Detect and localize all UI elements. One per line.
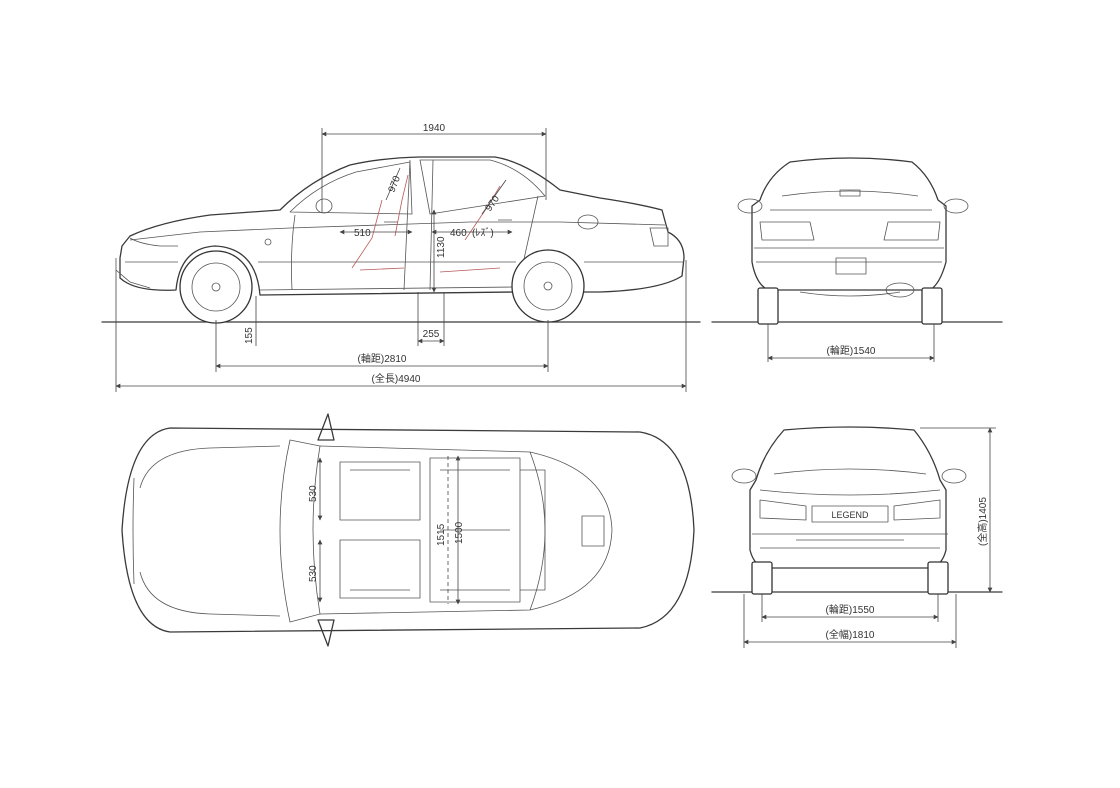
shoulder-rear-label: 1500 <box>454 521 465 544</box>
top-view: 530 530 1515 1500 <box>121 413 695 647</box>
front-legroom-label: 510 <box>354 228 371 239</box>
shoulder-front-label: 1515 <box>436 523 447 546</box>
interior-height-label: 1130 <box>436 236 447 258</box>
step-offset-label: 255 <box>423 329 440 340</box>
front-tread-label: (輪距)1550 <box>826 603 875 616</box>
front-right-mirror <box>941 468 967 484</box>
rear-view: (輪距)1540 <box>711 157 1003 362</box>
side-body-outline <box>119 156 685 296</box>
rear-right-mirror <box>943 198 969 214</box>
ground-clearance-label: 155 <box>244 327 255 344</box>
front-seat-width-label: 530 <box>308 485 319 502</box>
side-windows <box>289 159 546 215</box>
front-grille <box>811 505 889 523</box>
top-windshield <box>279 439 321 623</box>
grille-badge-text: LEGEND <box>831 510 869 520</box>
side-mirror <box>315 198 333 214</box>
top-rear-seats <box>429 457 546 603</box>
top-left-mirror <box>317 413 335 441</box>
rear-legroom-paren: (ﾚｽﾞ) <box>472 227 494 239</box>
exhaust-tip <box>885 282 915 298</box>
rear-license-plate <box>835 257 867 275</box>
wheelbase-label: (軸距)2810 <box>358 352 407 365</box>
front-right-tire <box>927 561 949 595</box>
rear-wheel <box>511 249 585 323</box>
front-wheel <box>179 250 253 324</box>
front-body-outline <box>749 426 947 569</box>
front-left-mirror <box>731 468 757 484</box>
front-left-tire <box>751 561 773 595</box>
rear-left-tire <box>757 287 779 325</box>
overall-width-label: (全幅)1810 <box>826 628 875 641</box>
rear-head-label: 970 <box>483 193 502 213</box>
top-trunk-badge <box>581 515 605 547</box>
rear-body-outline <box>751 157 947 291</box>
top-front-seats <box>339 461 421 599</box>
cabin-length-label: 1940 <box>423 123 446 134</box>
rear-left-mirror <box>737 198 763 214</box>
side-view: 1940 970 970 510 460 (ﾚｽﾞ) 1130 155 255 … <box>101 123 701 392</box>
overall-length-label: (全長)4940 <box>372 372 421 385</box>
rear-seat-width-label: 530 <box>308 565 319 582</box>
rear-legroom-label: 460 <box>450 228 467 239</box>
top-right-mirror <box>317 619 335 647</box>
top-body-outline <box>121 427 695 633</box>
fuel-door <box>577 214 599 230</box>
rear-tread-label: (輪距)1540 <box>827 344 876 357</box>
front-view: LEGEND (輪距)1550 (全幅)1810 (全高)1405 <box>711 426 1003 648</box>
overall-height-label: (全高)1405 <box>976 497 989 546</box>
rear-right-tire <box>921 287 943 325</box>
front-head-label: 970 <box>387 174 404 194</box>
